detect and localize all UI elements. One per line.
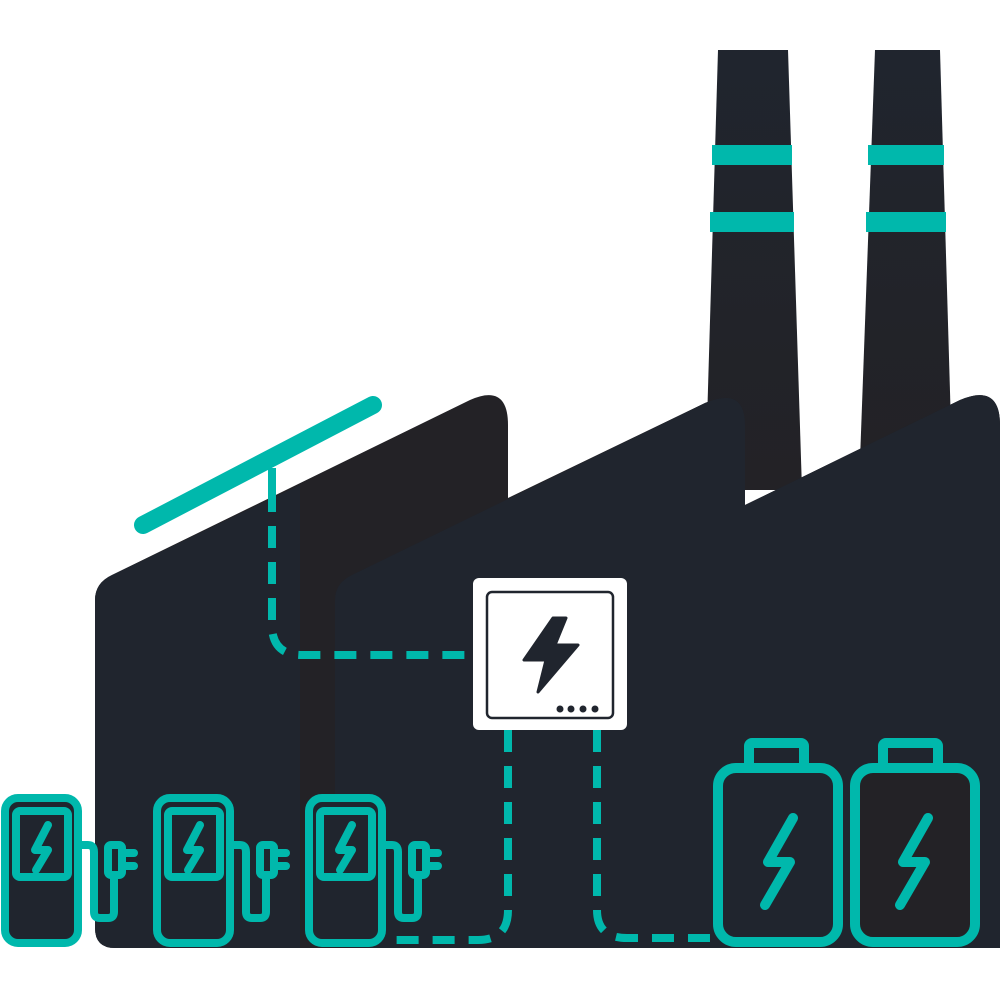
lightning-bolt-icon: [895, 813, 933, 910]
power-line: [268, 490, 718, 944]
plug-icon: [104, 841, 126, 879]
charger-cable: [226, 841, 270, 922]
solar-panel-icon: [134, 396, 382, 534]
lightning-bolt-icon: [522, 616, 580, 694]
lightning-bolt-icon: [31, 821, 52, 874]
control-box-icon: [473, 578, 627, 730]
charger-cable: [378, 841, 422, 922]
battery-icon: [850, 738, 980, 947]
ev-charger-icon: [1, 794, 138, 947]
lightning-bolt-icon: [760, 813, 798, 910]
battery-icon: [713, 738, 843, 947]
chimney-icon: [860, 50, 952, 460]
plug-icon: [408, 841, 430, 879]
indicator-dots: [556, 705, 599, 713]
lightning-bolt-icon: [183, 821, 204, 874]
ev-charger-icon: [153, 794, 290, 947]
lightning-bolt-icon: [335, 821, 356, 874]
charger-cable: [74, 841, 118, 922]
plug-icon: [256, 841, 278, 879]
chimney-icon: [705, 50, 802, 490]
ev-charger-icon: [305, 794, 442, 947]
